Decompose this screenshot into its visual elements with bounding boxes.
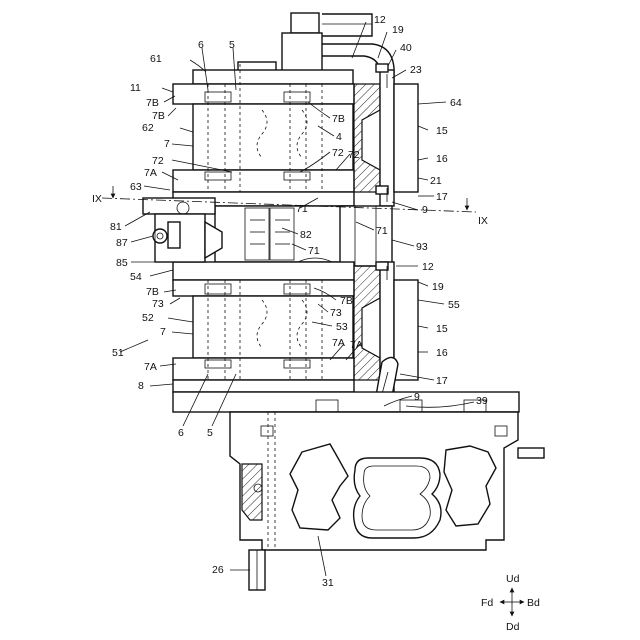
compass-left-label: Fd [481,597,493,609]
label-19-top: 19 [392,24,404,36]
label-7a-4: 7A [144,361,157,373]
label-7-top: 7 [164,138,170,150]
pulley-assembly [143,198,222,262]
label-71-right: 71 [376,225,388,237]
label-11: 11 [130,82,141,94]
label-16-bottom: 16 [436,347,448,359]
label-19-mid: 19 [432,281,444,293]
direction-compass: Ud Dd Fd Bd [481,573,540,633]
label-7b-2: 7B [152,110,165,122]
label-4: 4 [336,131,342,143]
label-82: 82 [300,229,312,241]
label-52: 52 [142,312,154,324]
label-17-bottom: 17 [436,375,448,387]
label-64: 64 [450,97,462,109]
base-plate [173,380,519,412]
label-8: 8 [138,380,144,392]
compass-up-label: Ud [506,573,520,585]
label-17-top: 17 [436,191,448,203]
label-71-mid: 71 [308,245,320,257]
compass-down-label: Dd [506,621,520,633]
label-53: 53 [336,321,348,333]
label-15-bottom: 15 [436,323,448,335]
label-15-top: 15 [436,125,448,137]
label-12-top: 12 [374,14,386,26]
upper-valve-cover [354,64,418,206]
crankcase [230,412,544,550]
label-9-bottom: 9 [414,391,420,403]
label-9-top: 9 [422,204,428,216]
label-5-top: 5 [229,39,235,51]
label-51: 51 [112,347,124,359]
label-ix-left: IX [92,193,102,205]
label-7b-1: 7B [146,97,159,109]
label-63: 63 [130,181,142,193]
label-23: 23 [410,64,422,76]
label-72-mid: 72 [332,147,344,159]
label-7a-2: 7A [332,337,345,349]
label-7b-4: 7B [146,286,159,298]
label-21: 21 [430,175,442,187]
label-54: 54 [130,271,142,283]
label-93: 93 [416,241,428,253]
label-7a-3: 7A [350,339,363,351]
shaft [249,550,265,590]
label-73-right: 73 [330,307,342,319]
label-7a-top: 7A [144,167,157,179]
label-16-top: 16 [436,153,448,165]
label-31: 31 [322,577,334,589]
label-55: 55 [448,299,460,311]
label-72-left: 72 [152,155,164,167]
upper-cylinder-block [173,62,354,192]
label-6-bottom: 6 [178,427,184,439]
label-39: 39 [476,395,488,407]
label-73-left: 73 [152,298,164,310]
label-81: 81 [110,221,122,233]
label-ix-right: IX [478,215,488,227]
label-87: 87 [116,237,128,249]
label-72-right: 72 [348,149,360,161]
label-61: 61 [150,53,162,65]
label-6-top: 6 [198,39,204,51]
label-40: 40 [400,42,412,54]
label-62: 62 [142,122,154,134]
label-7-bottom: 7 [160,326,166,338]
label-7b-5: 7B [340,295,353,307]
label-7b-3: 7B [332,113,345,125]
label-71-top: 71 [296,203,308,215]
label-5-bottom: 5 [207,427,213,439]
label-12-mid: 12 [422,261,434,273]
label-26: 26 [212,564,224,576]
label-85: 85 [116,257,128,269]
compass-right-label: Bd [527,597,540,609]
